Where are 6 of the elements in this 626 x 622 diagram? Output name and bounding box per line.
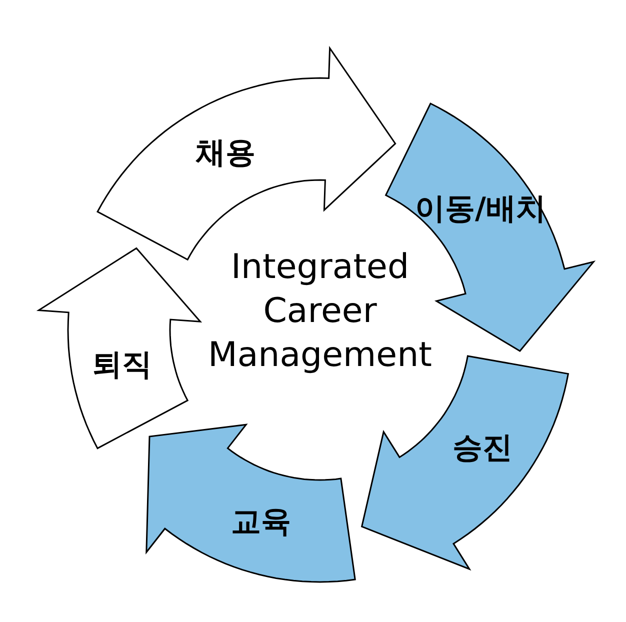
- segment-label: 퇴직: [92, 346, 152, 384]
- center-title: Integrated Career Management: [207, 246, 433, 377]
- segment-label: 승진: [452, 430, 513, 468]
- segment-label: 이동/배치: [415, 190, 546, 229]
- segment-label: 채용: [196, 134, 256, 172]
- segment-label: 교육: [231, 504, 292, 542]
